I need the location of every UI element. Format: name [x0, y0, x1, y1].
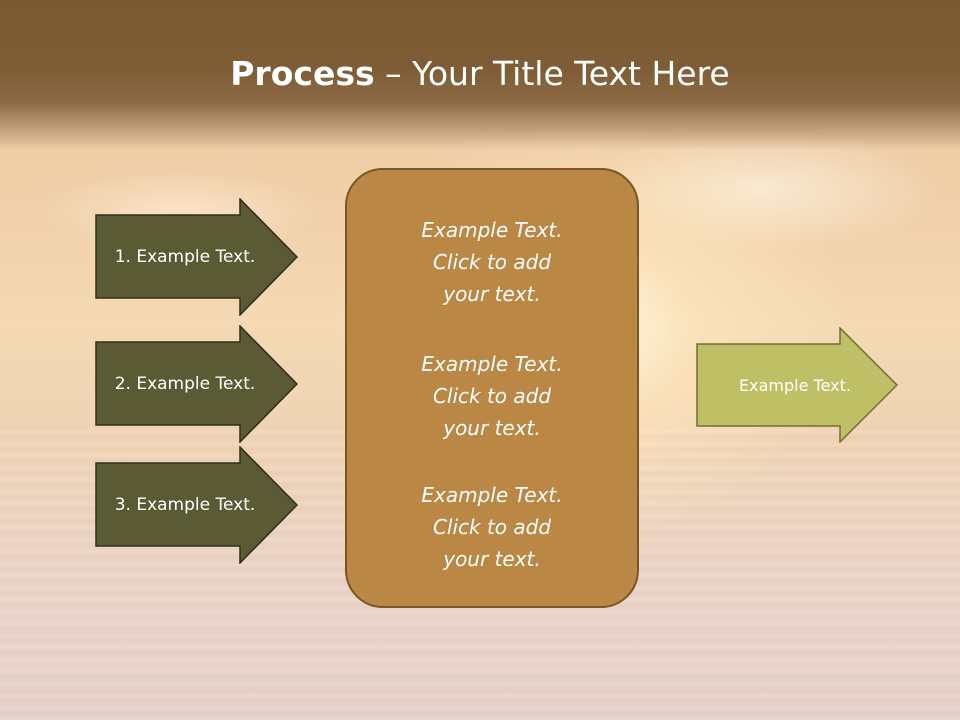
slide-title[interactable]: Process – Your Title Text Here	[0, 52, 960, 96]
block-line: Example Text.	[421, 352, 563, 376]
block-line: your text.	[443, 282, 541, 306]
title-bold: Process	[230, 54, 375, 93]
result-arrow[interactable]: Example Text.	[696, 327, 898, 443]
block-line: Example Text.	[421, 218, 563, 242]
block-line: Click to add	[432, 384, 552, 408]
arrow-shape	[95, 198, 298, 316]
block-line: your text.	[443, 547, 541, 571]
title-rest: – Your Title Text Here	[374, 54, 730, 93]
arrow-shape	[95, 446, 298, 564]
process-arrow-2[interactable]: 2. Example Text.	[95, 325, 298, 443]
process-arrow-1[interactable]: 1. Example Text.	[95, 198, 298, 316]
center-text-box[interactable]: Example Text. Click to add your text. Ex…	[345, 168, 639, 608]
block-line: Click to add	[432, 250, 552, 274]
block-line: Click to add	[432, 515, 552, 539]
arrow-label: 3. Example Text.	[114, 495, 256, 515]
center-text-block-1: Example Text. Click to add your text.	[347, 214, 637, 310]
arrow-label: Example Text.	[739, 375, 851, 395]
block-line: Example Text.	[421, 483, 563, 507]
center-text-block-2: Example Text. Click to add your text.	[347, 348, 637, 444]
process-arrow-3[interactable]: 3. Example Text.	[95, 446, 298, 564]
arrow-shape	[696, 327, 898, 443]
header-bar	[0, 0, 960, 150]
center-text-block-3: Example Text. Click to add your text.	[347, 479, 637, 575]
arrow-shape	[95, 325, 298, 443]
block-line: your text.	[443, 416, 541, 440]
arrow-label: 1. Example Text.	[114, 247, 256, 267]
arrow-label: 2. Example Text.	[114, 374, 256, 394]
